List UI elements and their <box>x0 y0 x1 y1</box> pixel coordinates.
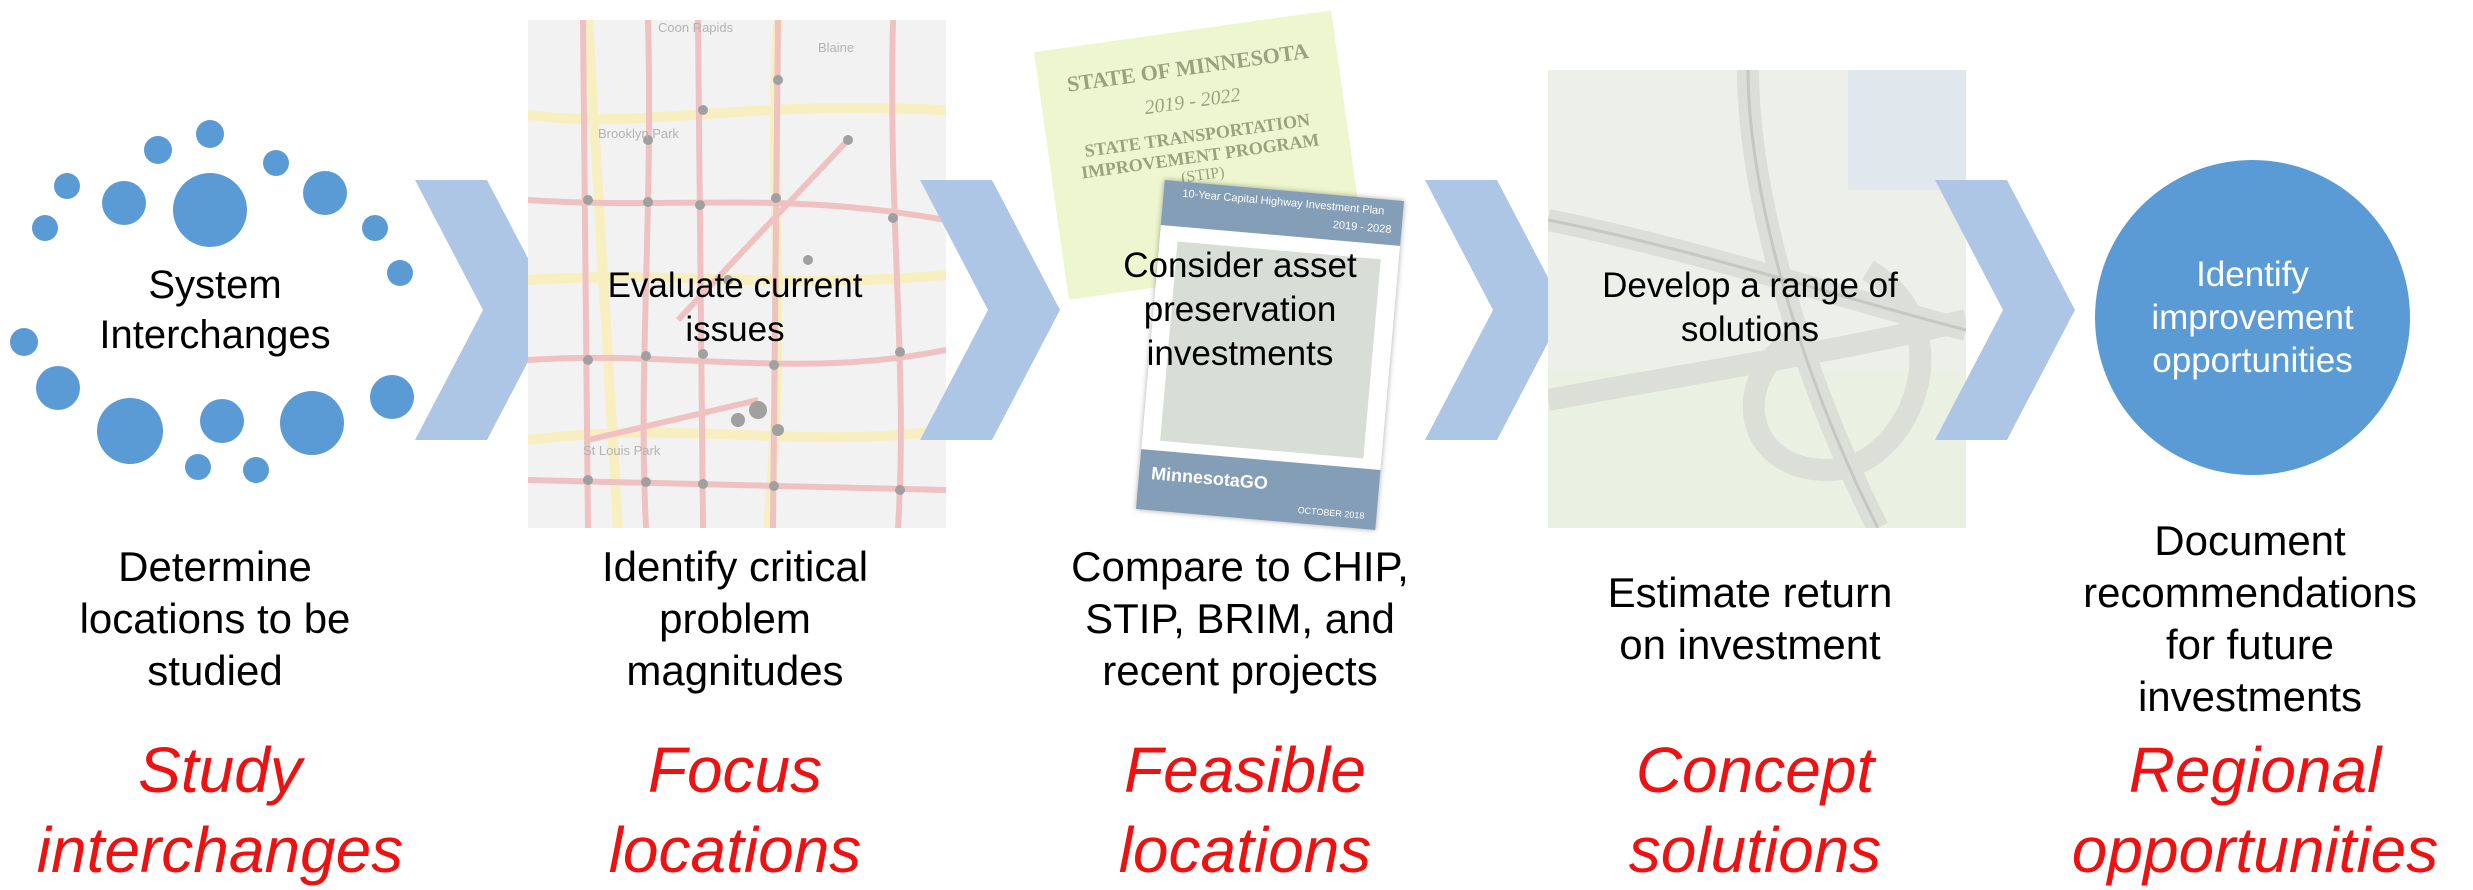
step5-description: Document recommendations for future inve… <box>2083 517 2417 720</box>
map-label: St Louis Park <box>583 443 661 458</box>
step3-result: Feasible locations <box>1118 734 1372 886</box>
step2-result: Focus locations <box>608 734 862 886</box>
map-label: Coon Rapids <box>658 20 734 35</box>
road-map-image: Coon Rapids Blaine Brooklyn Park St Loui… <box>528 20 946 528</box>
chevron-right-icon <box>415 180 555 440</box>
step1-description: Determine locations to be studied <box>79 543 351 694</box>
step2-description: Identify critical problem magnitudes <box>601 543 869 694</box>
step4-description: Estimate return on investment <box>1607 569 1893 668</box>
step4-result: Concept solutions <box>1628 734 1882 886</box>
step1-panel-label: System Interchanges <box>99 263 331 357</box>
chevron-right-icon <box>1425 180 1565 440</box>
step4-panel-label: Develop a range of solutions <box>1602 266 1898 349</box>
step5-result: Regional opportunities <box>2071 734 2439 886</box>
step3-panel-label: Consider asset preservation investments <box>1123 246 1357 373</box>
step5-panel-label: Identify improvement opportunities <box>2151 255 2354 380</box>
step3-description: Compare to CHIP, STIP, BRIM, and recent … <box>1071 543 1409 694</box>
opportunities-circle: Identify improvement opportunities <box>2095 160 2410 475</box>
dots-ring <box>10 120 414 483</box>
step2-panel-label: Evaluate current issues <box>607 266 863 349</box>
map-label: Brooklyn Park <box>598 126 679 141</box>
interchange-aerial-photo <box>1548 70 1966 528</box>
map-label: Blaine <box>818 40 854 55</box>
chevron-right-icon <box>1935 180 2075 440</box>
step1-result: Study interchanges <box>36 734 404 886</box>
chevron-right-icon <box>920 180 1060 440</box>
